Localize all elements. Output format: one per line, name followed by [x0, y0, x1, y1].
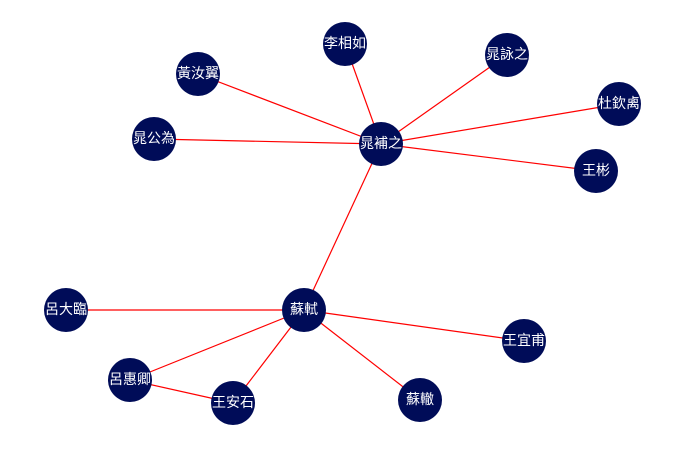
edge-su_shi-su_che — [303, 309, 421, 401]
node-label: 王宜甫 — [503, 333, 545, 349]
node-circle — [398, 378, 442, 422]
node-circle — [597, 82, 641, 126]
node-label: 王彬 — [582, 163, 610, 179]
node-circle — [485, 33, 529, 77]
node-chao_yongzhi: 晁詠之 — [485, 33, 529, 77]
node-circle — [108, 358, 152, 402]
node-wang_anshi: 王安石 — [211, 381, 255, 425]
node-label: 呂惠卿 — [109, 372, 151, 388]
node-circle — [176, 52, 220, 96]
node-du_qinchang: 杜欽禼 — [597, 82, 641, 126]
node-circle — [359, 122, 403, 166]
node-lu_huiqing: 呂惠卿 — [108, 358, 152, 402]
edge-chao_buzhi-su_shi — [303, 143, 382, 311]
edge-chao_buzhi-chao_yongzhi — [380, 54, 508, 145]
node-su_che: 蘇轍 — [398, 378, 442, 422]
node-label: 王安石 — [212, 395, 254, 411]
node-su_shi: 蘇軾 — [282, 288, 326, 332]
node-wang_bin: 王彬 — [574, 149, 618, 193]
node-circle — [502, 319, 546, 363]
edge-su_shi-lu_huiqing — [129, 309, 305, 381]
edge-chao_buzhi-huang_ruyi — [197, 73, 382, 145]
edge-chao_buzhi-du_qinchang — [380, 103, 620, 145]
node-circle — [44, 288, 88, 332]
node-chao_buzhi: 晁補之 — [359, 122, 403, 166]
node-wang_yifu: 王宜甫 — [502, 319, 546, 363]
edge-su_shi-wang_yifu — [303, 309, 525, 342]
node-circle — [211, 381, 255, 425]
edge-chao_buzhi-wang_bin — [380, 143, 597, 172]
node-label: 呂大臨 — [45, 302, 87, 318]
node-label: 蘇軾 — [290, 302, 318, 318]
node-label: 黃汝翼 — [177, 66, 219, 82]
node-circle — [574, 149, 618, 193]
node-label: 杜欽禼 — [598, 96, 640, 112]
node-huang_ruyi: 黃汝翼 — [176, 52, 220, 96]
node-label: 晁公為 — [133, 131, 175, 147]
edge-chao_buzhi-chao_gongwei — [153, 138, 382, 145]
node-circle — [323, 22, 367, 66]
node-lu_dalin: 呂大臨 — [44, 288, 88, 332]
node-label: 晁補之 — [360, 136, 402, 152]
node-label: 晁詠之 — [486, 47, 528, 63]
node-label: 蘇轍 — [406, 392, 434, 408]
node-circle — [132, 117, 176, 161]
node-circle — [282, 288, 326, 332]
node-label: 李相如 — [324, 36, 366, 52]
node-chao_gongwei: 晁公為 — [132, 117, 176, 161]
node-li_xiangru: 李相如 — [323, 22, 367, 66]
